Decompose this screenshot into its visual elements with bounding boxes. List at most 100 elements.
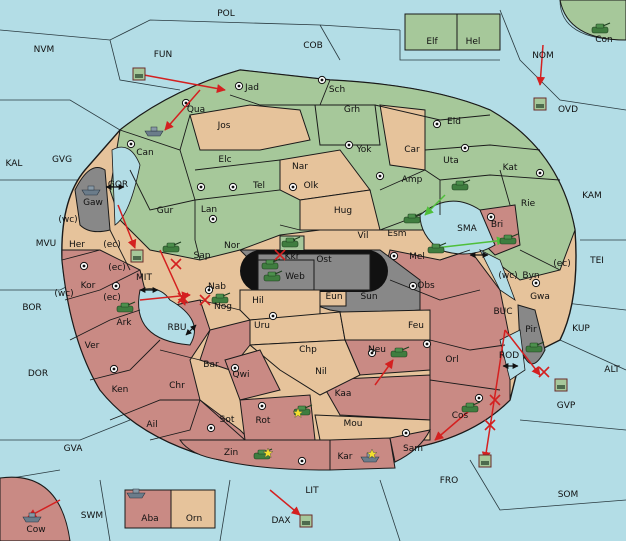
province-label-bri: Bri	[491, 220, 503, 230]
province-label-ver: Ver	[85, 341, 100, 351]
province-label-gwa: Gwa	[530, 292, 550, 302]
province-label-buc: BUC	[493, 307, 512, 317]
province-label-mvu: MVU	[36, 239, 57, 249]
supply-center	[79, 261, 89, 271]
province-label-bar: Bar	[203, 360, 219, 370]
province-sam[interactable]	[389, 429, 431, 463]
province-label-nog: Nog	[214, 302, 232, 312]
province-hel[interactable]	[456, 13, 501, 51]
province-label-tei: TEI	[589, 256, 604, 266]
province-label-ec3: (ec)	[108, 263, 126, 273]
province-label-amp: Amp	[402, 175, 423, 185]
province-label-hil: Hil	[252, 296, 264, 306]
province-elf[interactable]	[404, 13, 458, 51]
province-label-pol: POL	[217, 9, 235, 19]
internal-borders	[61, 79, 561, 441]
supply-center	[257, 401, 267, 411]
province-label-nar: Nar	[292, 162, 308, 172]
province-chp[interactable]	[248, 339, 361, 396]
province-label-nor: Nor	[224, 241, 240, 251]
province-label-rot: Rot	[256, 416, 271, 426]
supply-center	[432, 119, 442, 129]
province-label-nil: Nil	[315, 367, 327, 377]
province-label-orl: Orl	[445, 355, 458, 365]
province-label-wc3: (wc)	[54, 289, 73, 299]
province-label-pir: Pir	[525, 325, 537, 335]
province-label-aba: Aba	[141, 514, 158, 524]
province-label-gur: Gur	[157, 206, 174, 216]
dislodged-unit[interactable]	[554, 378, 568, 392]
province-jos[interactable]	[189, 104, 311, 151]
dislodged-unit[interactable]	[478, 454, 492, 468]
province-label-jos: Jos	[217, 121, 231, 131]
province-label-gor: GOR	[108, 180, 128, 190]
province-label-obs: Obs	[417, 281, 435, 291]
province-label-alt: ALT	[604, 365, 620, 375]
supply-center	[317, 75, 327, 85]
supply-center	[389, 251, 399, 261]
province-label-wc2: (wc)	[498, 271, 517, 281]
province-label-wc1: (wc)	[58, 215, 77, 225]
supply-center	[111, 281, 121, 291]
province-rot[interactable]	[239, 394, 316, 441]
province-label-ec1: (ec)	[103, 240, 121, 250]
supply-center	[206, 423, 216, 433]
region-southwest	[61, 249, 261, 461]
supply-center	[474, 393, 484, 403]
supply-center	[401, 428, 411, 438]
province-label-eun: Eun	[325, 292, 342, 302]
province-label-sch: Sch	[329, 85, 345, 95]
province-label-rod: ROD	[499, 351, 519, 361]
dislodged-unit[interactable]	[130, 249, 144, 263]
province-label-qwi: Qwi	[233, 370, 250, 380]
province-label-cob: COB	[303, 41, 323, 51]
province-label-hug: Hug	[334, 206, 352, 216]
province-label-sam: Sam	[403, 444, 423, 454]
province-label-esm: Esm	[387, 229, 406, 239]
province-label-hel: Hel	[466, 37, 481, 47]
province-mou[interactable]	[314, 414, 431, 441]
province-label-sot: Sot	[220, 415, 235, 425]
province-label-uta: Uta	[443, 156, 459, 166]
province-label-her: Her	[69, 240, 85, 250]
province-label-eld: Eld	[447, 117, 461, 127]
supply-center	[408, 281, 418, 291]
province-label-ovd: OVD	[558, 105, 578, 115]
dislodged-unit[interactable]	[132, 67, 146, 81]
province-label-chp: Chp	[299, 345, 317, 355]
province-label-ken: Ken	[112, 385, 129, 395]
province-label-feu: Feu	[408, 321, 424, 331]
province-label-ost: Ost	[316, 255, 332, 265]
province-label-nom: NOM	[532, 51, 554, 61]
province-grh[interactable]	[314, 104, 381, 146]
province-label-dax: DAX	[271, 516, 290, 526]
province-label-rie: Rie	[521, 199, 536, 209]
province-label-ail: Ail	[146, 420, 157, 430]
province-label-kup: KUP	[572, 324, 590, 334]
province-label-yok: Yok	[355, 145, 372, 155]
support-arrows	[424, 194, 506, 249]
province-label-web: Web	[285, 272, 305, 282]
channel-buc[interactable]	[479, 249, 516, 302]
province-label-vil: Vil	[358, 231, 369, 241]
province-kar[interactable]	[329, 437, 396, 471]
dislodged-unit[interactable]	[533, 97, 547, 111]
province-qwi[interactable]	[224, 349, 281, 401]
province-label-bor: BOR	[22, 303, 41, 313]
province-label-gvg: GVG	[52, 155, 72, 165]
province-label-uru: Uru	[254, 321, 270, 331]
supply-center	[126, 139, 136, 149]
province-label-kor: Kor	[81, 281, 96, 291]
province-orn[interactable]	[170, 489, 216, 529]
province-label-car: Car	[404, 145, 420, 155]
supply-center	[196, 182, 206, 192]
movement-arrows	[105, 184, 519, 369]
province-label-orn: Orn	[186, 514, 202, 524]
province-label-byn: Byn	[522, 271, 539, 281]
province-label-mit: MIT	[136, 273, 152, 283]
dislodged-unit[interactable]	[299, 514, 313, 528]
province-label-ark: Ark	[116, 318, 132, 328]
province-label-chr: Chr	[169, 381, 185, 391]
